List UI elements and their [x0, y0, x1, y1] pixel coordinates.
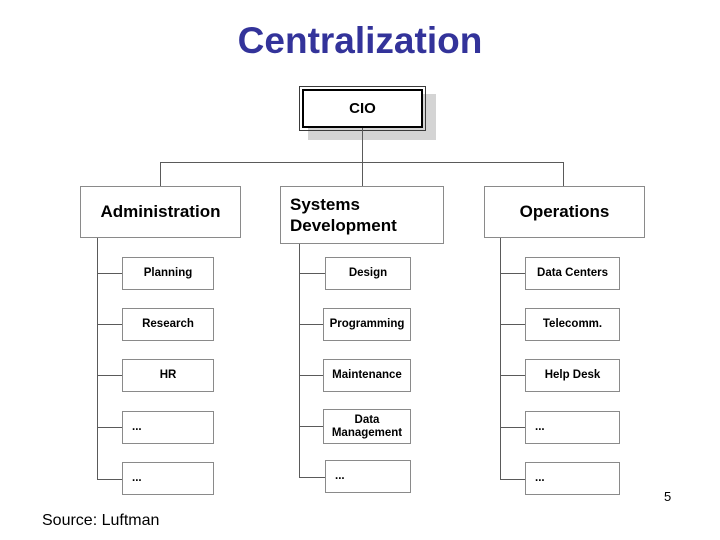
org-leaf-telecomm-label: Telecomm.	[542, 318, 603, 330]
connector-stub-planning	[97, 273, 122, 274]
connector-stub-data-management	[299, 426, 325, 427]
org-leaf-design[interactable]: Design	[325, 257, 411, 290]
org-leaf-sysdev-extra-1-label: ...	[335, 470, 345, 482]
connector-stub-admin-extra-1	[97, 427, 122, 428]
connector-spine-administration	[97, 238, 98, 480]
connector-stub-maintenance	[299, 375, 325, 376]
connector-stub-operations-extra-1	[500, 427, 525, 428]
org-leaf-operations-extra-1[interactable]: ...	[525, 411, 620, 444]
org-leaf-admin-extra-2[interactable]: ...	[122, 462, 214, 495]
org-leaf-help-desk-label: Help Desk	[544, 369, 601, 381]
org-leaf-data-management-label: Data Management	[332, 414, 402, 440]
org-leaf-planning-label: Planning	[143, 267, 193, 279]
org-leaf-planning[interactable]: Planning	[122, 257, 214, 290]
org-leaf-operations-extra-2-label: ...	[535, 472, 545, 484]
connector-stub-data-centers	[500, 273, 525, 274]
connector-spine-operations	[500, 238, 501, 480]
org-leaf-data-management[interactable]: Data Management	[323, 409, 411, 444]
org-leaf-telecomm[interactable]: Telecomm.	[525, 308, 620, 341]
connector-stub-help-desk	[500, 375, 525, 376]
org-leaf-admin-extra-2-label: ...	[132, 472, 142, 484]
org-leaf-sysdev-extra-1[interactable]: ...	[325, 460, 411, 493]
connector-stub-research	[97, 324, 122, 325]
org-node-systems-development-label: Systems Development	[290, 194, 397, 236]
connector-stub-operations-extra-2	[500, 479, 525, 480]
connector-branch-drop-systems-development	[362, 162, 363, 186]
org-leaf-programming-label: Programming	[329, 318, 405, 330]
org-leaf-help-desk[interactable]: Help Desk	[525, 359, 620, 392]
org-leaf-maintenance-label: Maintenance	[332, 369, 402, 381]
org-node-cio[interactable]: CIO	[299, 86, 426, 131]
org-node-operations[interactable]: Operations	[484, 186, 645, 238]
connector-spine-systems-development	[299, 244, 300, 477]
connector-stub-hr	[97, 375, 122, 376]
connector-stub-sysdev-extra-1	[299, 477, 325, 478]
org-leaf-maintenance[interactable]: Maintenance	[323, 359, 411, 392]
org-leaf-research-label: Research	[142, 318, 194, 330]
connector-stub-admin-extra-2	[97, 479, 122, 480]
org-leaf-hr[interactable]: HR	[122, 359, 214, 392]
org-leaf-operations-extra-2[interactable]: ...	[525, 462, 620, 495]
source-note: Source: Luftman	[42, 512, 160, 529]
connector-stub-programming	[299, 324, 325, 325]
org-leaf-admin-extra-1-label: ...	[132, 421, 142, 433]
org-node-administration[interactable]: Administration	[80, 186, 241, 238]
connector-branch-drop-administration	[160, 162, 161, 186]
org-node-administration-label: Administration	[100, 202, 221, 221]
org-leaf-data-management-label-line2: Management	[331, 426, 403, 439]
connector-stub-design	[299, 273, 325, 274]
org-leaf-programming[interactable]: Programming	[323, 308, 411, 341]
org-leaf-research[interactable]: Research	[122, 308, 214, 341]
page-title: Centralization	[237, 20, 483, 61]
org-leaf-data-management-label-line1: Data	[354, 413, 380, 426]
org-node-systems-development-label-line1: Systems	[290, 195, 360, 214]
org-node-operations-label: Operations	[519, 202, 610, 221]
org-leaf-data-centers-label: Data Centers	[537, 267, 608, 279]
org-node-systems-development[interactable]: Systems Development	[280, 186, 444, 244]
org-leaf-design-label: Design	[348, 267, 388, 279]
org-leaf-admin-extra-1[interactable]: ...	[122, 411, 214, 444]
org-node-cio-label: CIO	[349, 100, 376, 117]
org-leaf-hr-label: HR	[159, 369, 177, 381]
org-node-systems-development-label-line2: Development	[290, 216, 397, 235]
page-number: 5	[664, 489, 672, 504]
connector-root-drop	[362, 128, 363, 163]
connector-branch-drop-operations	[563, 162, 564, 186]
connector-stub-telecomm	[500, 324, 525, 325]
org-leaf-operations-extra-1-label: ...	[535, 421, 545, 433]
org-leaf-data-centers[interactable]: Data Centers	[525, 257, 620, 290]
